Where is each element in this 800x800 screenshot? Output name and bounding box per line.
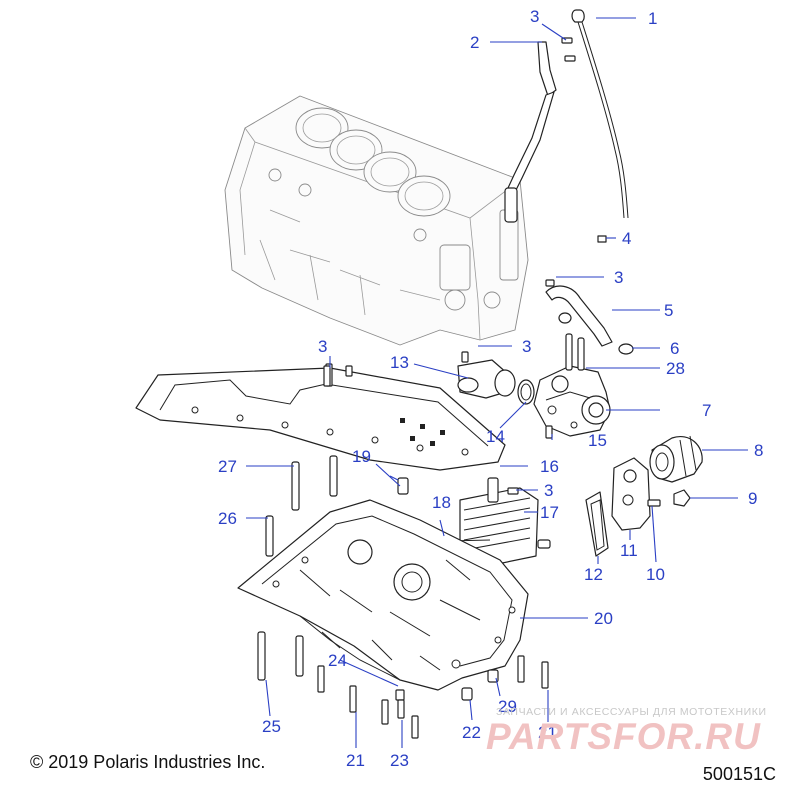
callout-18: 18 (432, 493, 451, 512)
oil-filter (649, 435, 703, 483)
callout-3: 3 (318, 337, 327, 356)
callout-14: 14 (486, 427, 505, 446)
callout-15: 15 (588, 431, 607, 450)
o-ring-14 (517, 379, 535, 405)
oil-pan-gasket-plate (135, 363, 506, 471)
watermark-tagline: ЗАПЧАСТИ И АКСЕССУАРЫ ДЛЯ МОТОТЕХНИКИ (496, 706, 767, 718)
callout-4: 4 (622, 229, 631, 248)
dipstick-tube (504, 41, 557, 223)
callout-9: 9 (748, 489, 757, 508)
callout-20: 20 (594, 609, 613, 628)
callout-10: 10 (646, 565, 665, 584)
oil-pickup (457, 351, 516, 399)
callout-3: 3 (530, 7, 539, 26)
engine-block (224, 95, 529, 346)
callout-21: 21 (538, 723, 557, 742)
callout-25: 25 (262, 717, 281, 736)
callout-21: 21 (346, 751, 365, 770)
oil-pump (533, 333, 611, 439)
callout-3: 3 (522, 337, 531, 356)
callout-3: 3 (614, 268, 623, 287)
watermark-logo: PARTSFOR.RU (486, 716, 761, 757)
callout-7: 7 (702, 401, 711, 420)
callout-22: 22 (462, 723, 481, 742)
callout-3: 3 (544, 481, 553, 500)
figure-number: 500151C (702, 764, 776, 784)
callout-26: 26 (218, 509, 237, 528)
callout-19: 19 (352, 447, 371, 466)
callout-24: 24 (328, 651, 347, 670)
leader-lines (246, 17, 748, 748)
dipstick (571, 9, 629, 219)
pan-bolts (257, 365, 549, 739)
oil-cooler (459, 477, 551, 569)
adapter-gasket (585, 491, 609, 557)
callout-29: 29 (498, 697, 517, 716)
bolts-top (561, 37, 607, 243)
callout-23: 23 (390, 751, 409, 770)
callout-27: 27 (218, 457, 237, 476)
callout-8: 8 (754, 441, 763, 460)
callout-16: 16 (540, 457, 559, 476)
callout-1: 1 (648, 9, 657, 28)
callout-12: 12 (584, 565, 603, 584)
callout-13: 13 (390, 353, 409, 372)
breather-hose (545, 279, 634, 355)
callout-17: 17 (540, 503, 559, 522)
callout-5: 5 (664, 301, 673, 320)
oil-pan (237, 499, 529, 691)
copyright-notice: © 2019 Polaris Industries Inc. (30, 752, 266, 772)
drain-plug-9 (673, 489, 691, 507)
callout-11: 11 (620, 541, 638, 560)
callout-28: 28 (666, 359, 685, 378)
callout-6: 6 (670, 339, 679, 358)
filter-adapter (611, 457, 651, 531)
adapter-bolt (647, 499, 661, 507)
callout-2: 2 (470, 33, 479, 52)
callout-labels: 1 2 3 4 3 5 6 3 3 28 13 7 14 15 8 27 19 … (218, 7, 763, 770)
